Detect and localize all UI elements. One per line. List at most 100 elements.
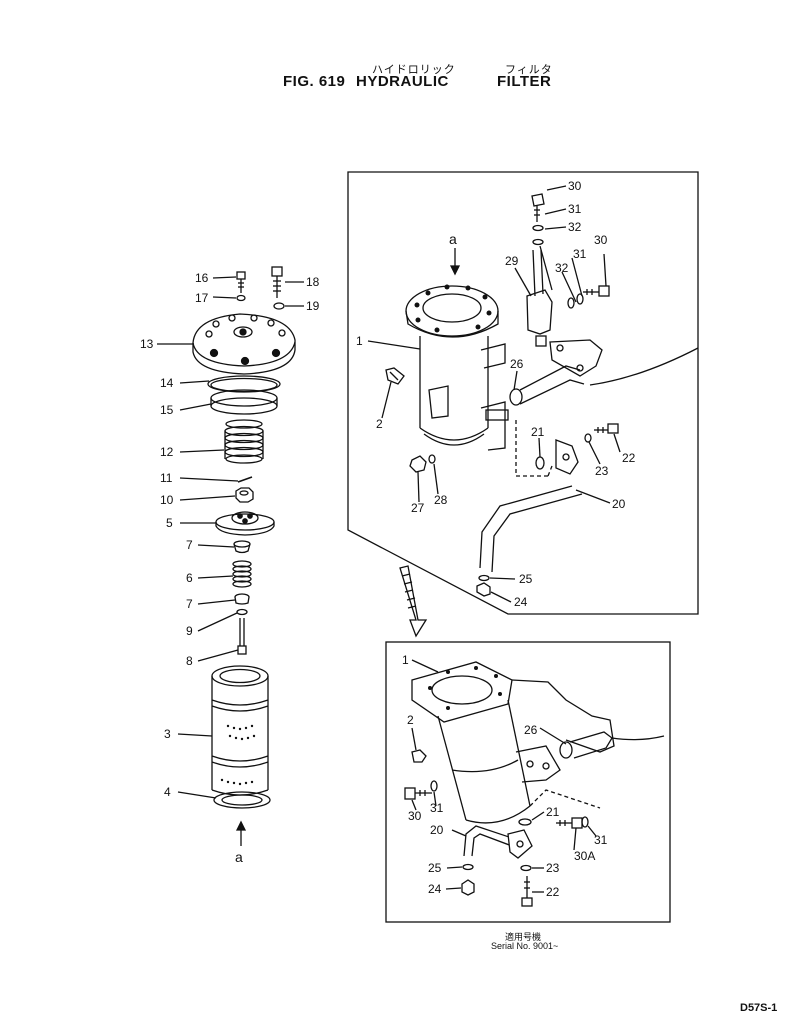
washer-9 (236, 608, 248, 616)
label-5: 5 (166, 516, 173, 530)
plug-24 (476, 582, 491, 597)
label-32-top: 32 (568, 220, 582, 234)
arrow-down-icon (449, 248, 461, 276)
valve-seat-7-upper (233, 540, 251, 554)
label-24-lower: 24 (428, 882, 442, 896)
label-31-top: 31 (568, 202, 582, 216)
o-ring-28 (428, 454, 436, 464)
label-19: 19 (306, 299, 320, 313)
label-16: 16 (195, 271, 209, 285)
arrow-label-top: a (449, 231, 457, 247)
tube-20-lower (463, 825, 533, 859)
label-17: 17 (195, 291, 209, 305)
bolt-30-lower (404, 787, 432, 800)
washer-31-right (567, 297, 575, 309)
bolt-18 (271, 266, 283, 298)
plug-27 (409, 455, 427, 473)
label-31-right: 31 (573, 247, 587, 261)
label-18: 18 (306, 275, 320, 289)
label-10: 10 (160, 493, 174, 507)
washer-31-lower-left (430, 780, 438, 792)
washer-32-top (532, 238, 544, 246)
label-30-top: 30 (568, 179, 582, 193)
label-30a-lower: 30A (574, 849, 595, 863)
filter-housing-1-lower (411, 661, 561, 824)
label-25-lower: 25 (428, 861, 442, 875)
label-8: 8 (186, 654, 193, 668)
label-20-lower: 20 (430, 823, 444, 837)
valve-plate-5 (215, 511, 275, 536)
o-ring-25-lower (462, 863, 474, 871)
bolt-30-right (583, 285, 610, 297)
ring-15 (210, 389, 278, 415)
label-7-lower: 7 (186, 597, 193, 611)
filter-housing-1 (405, 284, 509, 451)
label-3: 3 (164, 727, 171, 741)
washer-31-top (532, 224, 544, 232)
filter-cover-13 (192, 313, 296, 375)
label-23-upper: 23 (595, 464, 609, 478)
bracket-29 (526, 249, 553, 347)
bolt-22 (594, 423, 619, 434)
label-15: 15 (160, 403, 174, 417)
pipe-26 (509, 339, 699, 406)
elbow-2 (385, 367, 405, 385)
title-jp-2: フィルタ (505, 64, 553, 76)
washer-17 (236, 294, 246, 302)
label-9: 9 (186, 624, 193, 638)
washer-23 (584, 433, 592, 443)
label-21-lower: 21 (546, 805, 560, 819)
washer-23-lower (520, 864, 532, 872)
label-2-upper: 2 (376, 417, 383, 431)
washer-31-lower-right (581, 816, 589, 828)
label-4: 4 (164, 785, 171, 799)
label-31-lower-right: 31 (594, 833, 608, 847)
filter-element-3 (211, 665, 269, 796)
label-6: 6 (186, 571, 193, 585)
nut-10 (235, 487, 254, 503)
gasket-4 (213, 791, 271, 809)
label-29: 29 (505, 254, 519, 268)
label-30-lower: 30 (408, 809, 422, 823)
pin-11 (237, 476, 253, 483)
label-26-upper: 26 (510, 357, 524, 371)
o-ring-21-lower (518, 818, 532, 826)
spring-6 (232, 560, 252, 588)
label-7-upper: 7 (186, 538, 193, 552)
label-30-right: 30 (594, 233, 608, 247)
left-exploded-assembly (157, 266, 304, 846)
label-26-lower: 26 (524, 723, 538, 737)
label-11: 11 (160, 471, 173, 485)
page-code: D57S-1 (740, 1002, 778, 1014)
label-22-lower: 22 (546, 885, 560, 899)
lower-detail-box (385, 641, 671, 923)
washer-32-right (576, 293, 584, 305)
bolt-16 (236, 271, 246, 293)
label-12: 12 (160, 445, 174, 459)
label-1-upper: 1 (356, 334, 363, 348)
label-24-upper: 24 (514, 595, 528, 609)
label-1-lower: 1 (402, 653, 409, 667)
arrow-label-bottom: a (235, 849, 243, 865)
label-13: 13 (140, 337, 154, 351)
label-27: 27 (411, 501, 425, 515)
label-31-lower-left: 31 (430, 801, 444, 815)
o-ring-25 (478, 574, 490, 582)
label-14: 14 (160, 376, 174, 390)
arrow-up-icon (235, 820, 247, 846)
elbow-2-lower (411, 749, 427, 763)
valve-seat-7-lower (234, 593, 250, 605)
label-20-upper: 20 (612, 497, 626, 511)
upper-detail-box (347, 171, 699, 615)
plug-24-lower (461, 879, 475, 896)
serial-jp: 適用号機 (505, 932, 542, 942)
spring-12 (224, 419, 264, 464)
title-en-1: HYDRAULIC (356, 73, 449, 90)
pipe-26-lower (559, 731, 665, 759)
label-2-lower: 2 (407, 713, 414, 727)
label-28: 28 (434, 493, 448, 507)
serial-en: Serial No. 9001~ (491, 941, 559, 951)
washer-19 (273, 302, 285, 310)
